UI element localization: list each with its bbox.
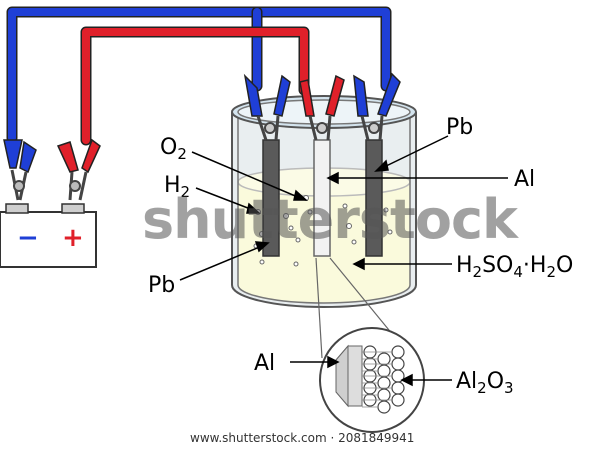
battery-negative-clip [3,139,37,201]
label-inset-aluminium: Al [254,351,275,376]
oxide-pore [377,388,391,402]
battery-positive-sign: + [62,223,84,253]
battery: − + [0,203,97,268]
positive-wire [80,26,310,146]
aluminium-oxide-inset [319,327,425,433]
battery-positive-clip [56,138,101,201]
negative-wire [6,6,392,144]
watermark: shutterstock [142,188,519,251]
image-credit: www.shutterstock.com · 2081849941 [190,431,414,445]
label-hydrogen: H2 [164,173,190,201]
oxide-pore [377,364,391,378]
label-aluminium-oxide: Al2O3 [456,369,514,397]
clip-aluminium [299,74,345,141]
battery-negative-sign: − [17,223,39,253]
label-lead-top: Pb [446,115,473,140]
oxide-pore [377,352,391,366]
oxide-pore [377,376,391,390]
clip-right-lead [353,72,401,141]
pointer-lines [179,135,508,387]
oxide-pore [391,381,405,395]
label-lead-bottom: Pb [148,273,175,298]
lead-electrode-left [262,139,280,257]
label-electrolyte: H2SO4·H2O [456,253,573,281]
oxide-pore [391,357,405,371]
aluminium-electrode [313,139,331,257]
label-aluminium: Al [514,167,535,192]
oxide-pore [391,393,405,407]
clip-left-lead [243,73,291,141]
oxide-pore [377,400,391,414]
label-oxygen: O2 [160,135,187,163]
oxide-pore [391,345,405,359]
